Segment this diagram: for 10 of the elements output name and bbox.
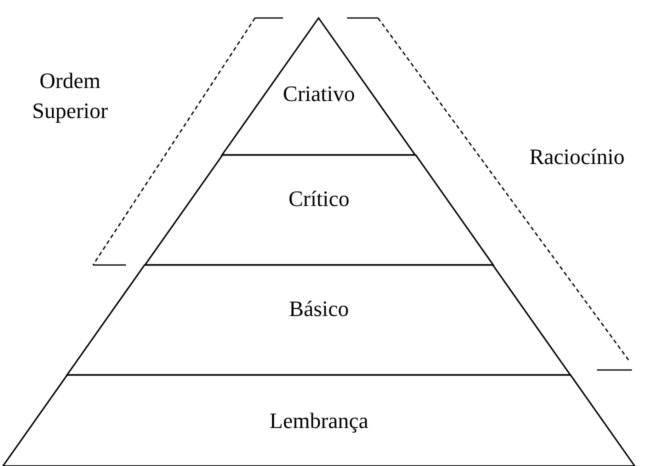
pyramid-tier (144, 155, 494, 265)
pyramid-tier (67, 265, 571, 375)
tier-label: Lembrança (268, 408, 370, 434)
side-label: Raciocínio (528, 143, 626, 171)
pyramid-tier (3, 375, 635, 466)
tier-label: Crítico (287, 186, 351, 212)
tier-label: Criativo (282, 81, 356, 107)
side-label: Ordem Superior (31, 67, 109, 125)
pyramid-tier (222, 18, 416, 155)
tier-label: Básico (288, 296, 350, 322)
